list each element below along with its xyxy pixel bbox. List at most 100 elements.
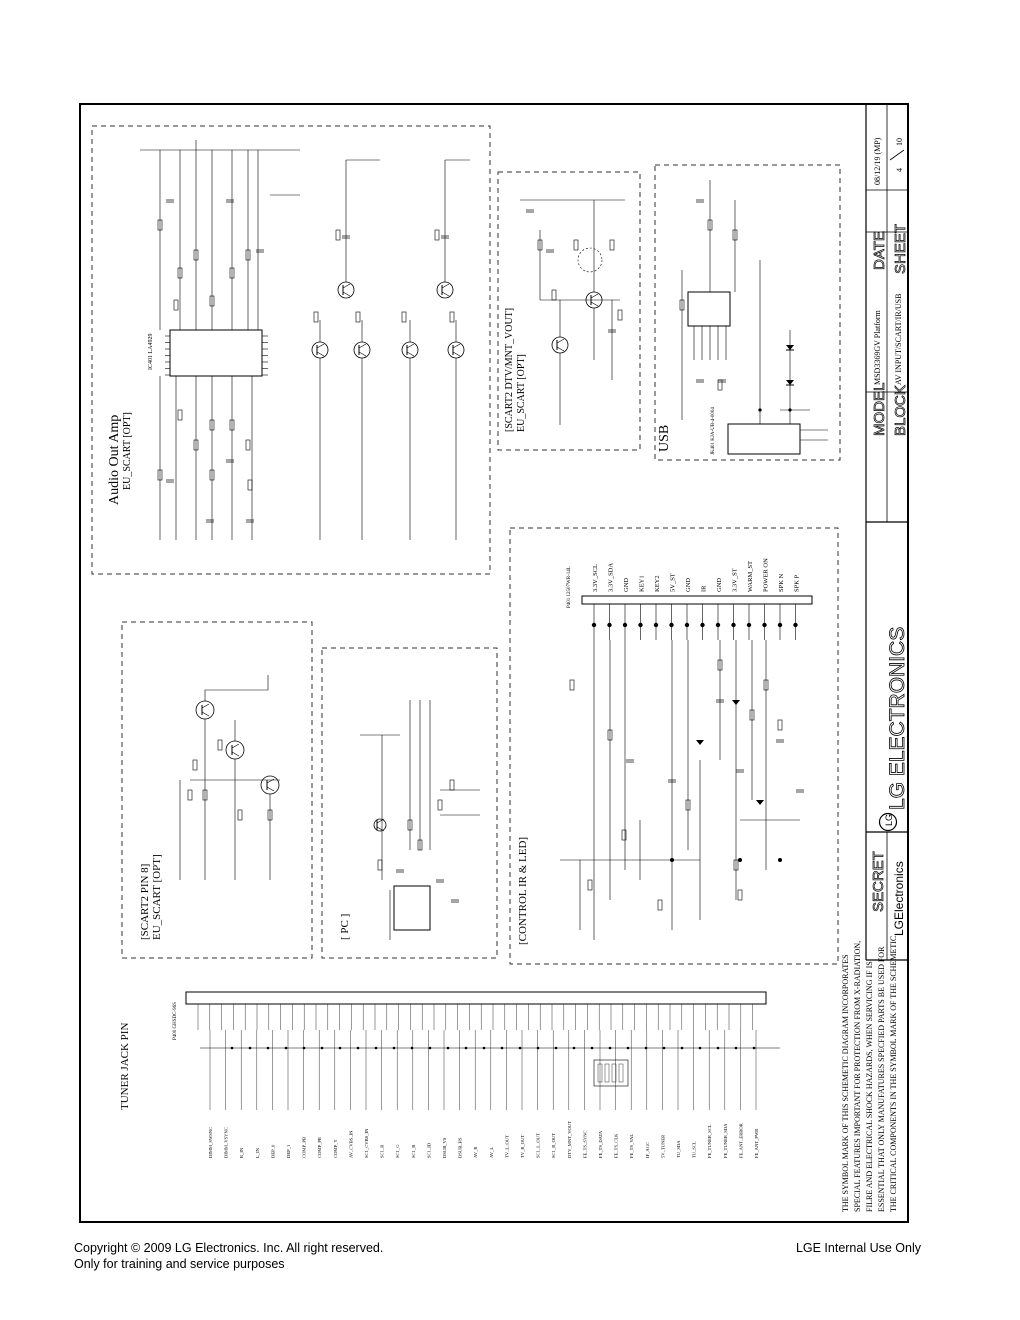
scart2-pin8-subtitle: EU_SCART [OPT] (151, 854, 163, 940)
junction-dot (793, 622, 798, 628)
tuner-pin-label: SC1_B (411, 1145, 416, 1158)
resistor (573, 239, 579, 251)
junction-dot (482, 1046, 486, 1050)
resistor (611, 1063, 617, 1083)
control-title: [CONTROL IR & LED] (517, 837, 529, 945)
transistor-lead (452, 343, 461, 349)
resistor (749, 709, 755, 721)
transistor-lead (231, 743, 240, 749)
junction-dot (777, 622, 783, 628)
junction-dot (746, 622, 752, 628)
resistor (618, 1063, 624, 1083)
box-usb (654, 164, 841, 461)
resistor (209, 419, 215, 431)
resistor (617, 309, 623, 321)
tuner-pin-label: TV_R_OUT (520, 1135, 525, 1158)
transistor-lead (406, 351, 415, 357)
training-text: Only for training and service purposes (74, 1257, 285, 1271)
resistor (237, 809, 243, 821)
resistor (685, 799, 691, 811)
usb-connector (727, 423, 801, 455)
notice-line-5: THE CRITICAL COMPONENTS IN THE SYMBOL MA… (889, 934, 898, 1212)
resistor (245, 249, 251, 261)
transistor-lead (342, 291, 351, 297)
junction-dot (684, 622, 690, 628)
tuner-pin-label: TV_L_OUT (504, 1135, 509, 1158)
tuner-pin-label: AV_R (473, 1146, 478, 1158)
tuner-pin-label: DTV_MNT_VOUT (567, 1121, 572, 1158)
usb-wires (681, 180, 828, 441)
resistor (434, 229, 440, 241)
junction-dot (669, 622, 674, 628)
transistor-q-pin8 (225, 740, 245, 760)
junction-dot (591, 622, 597, 628)
tuner-pin-label: FE_TS_CLK (614, 1133, 619, 1158)
resistor (157, 469, 163, 481)
resistor (737, 889, 743, 901)
dtv-parts (526, 209, 623, 354)
resistor-array (593, 1059, 629, 1087)
transistor-q-audio (436, 281, 454, 299)
junction-dot (716, 1046, 720, 1050)
tuner-pin-label: SC1_CVBS_IN (364, 1128, 369, 1158)
usb-parts (679, 199, 794, 412)
control-pin-label: KEY1 (639, 575, 646, 592)
transistor-lead (556, 338, 565, 344)
control-connector (581, 595, 813, 605)
resistor (707, 219, 713, 231)
footer-internal: LGE Internal Use Only (795, 1241, 921, 1255)
junction-dot (670, 858, 674, 862)
junction-dot (731, 622, 736, 628)
tuner-pin-label: FE_TUNER_SDA (723, 1123, 728, 1158)
sheet-border (79, 103, 909, 1223)
date-value: 08/12/19 (MP) (873, 137, 882, 185)
tuner-pin-label: DEP_1 (286, 1144, 291, 1158)
junction-dot (778, 858, 782, 862)
transistor-q-audio (311, 341, 329, 359)
tuner-pin-label: DSUB_VS (442, 1137, 447, 1158)
resistor (587, 879, 593, 891)
secret-label: SECRET (870, 851, 887, 912)
resistor (604, 1063, 610, 1083)
scart2-pin8-title: [SCART2 PIN 8] (139, 864, 151, 940)
junction-dot (500, 1046, 504, 1050)
resistor (597, 1063, 603, 1083)
notice-line-1: THE SYMBOL MARK OF THIS SCHEMETIC DIAGRA… (841, 954, 850, 1212)
control-section: [CONTROL IR & LED] P401 12507WR-14L 3.3V… (517, 558, 813, 945)
tuner-pin-label: SC1_ID (426, 1142, 431, 1158)
control-pin-label: GND (685, 578, 692, 592)
control-pin-label: 3.3V_SDA (608, 563, 615, 592)
pc-parts (360, 700, 480, 940)
resistor (777, 719, 783, 731)
resistor (437, 799, 443, 811)
junction-dot (320, 1046, 324, 1050)
resistor (607, 729, 613, 741)
resistor (173, 299, 179, 311)
tuner-pin-label: SC1_G (395, 1144, 400, 1158)
junction-dot (607, 622, 612, 628)
transistor-lead (590, 301, 599, 307)
dtv-wires (520, 199, 625, 425)
tuner-pin-label: FE_TUNER_SCL (707, 1124, 712, 1158)
junction-dot (734, 1046, 738, 1050)
junction-dot (248, 1046, 252, 1050)
transistor-lead (342, 283, 351, 289)
junction-dot (410, 1046, 414, 1050)
lg-small-logo: LGElectronics (892, 861, 906, 936)
transistor-lead (452, 351, 461, 357)
control-pin-label: 3.3V_SCL (592, 564, 599, 592)
control-pin-label: KEY2 (654, 575, 661, 592)
control-pin-label: 3.3V_ST (732, 568, 739, 592)
tuner-pin-label: 5V_TUNER (660, 1134, 665, 1158)
resistor (193, 249, 199, 261)
audio-passives (157, 199, 455, 523)
audio-transistors (311, 281, 465, 359)
transistor-q-audio (337, 281, 355, 299)
tuner-pin-label: AV_CVBS_IN (348, 1130, 353, 1158)
resistor (355, 311, 361, 323)
tuner-pin-label: COMP_PB (302, 1137, 307, 1158)
transistor-q-audio (401, 341, 419, 359)
audio-amp-ic-label: IC401 LA4929 (148, 334, 154, 371)
tuner-pin-label: FE_TS_DATA (598, 1130, 603, 1158)
resistor (717, 659, 723, 671)
